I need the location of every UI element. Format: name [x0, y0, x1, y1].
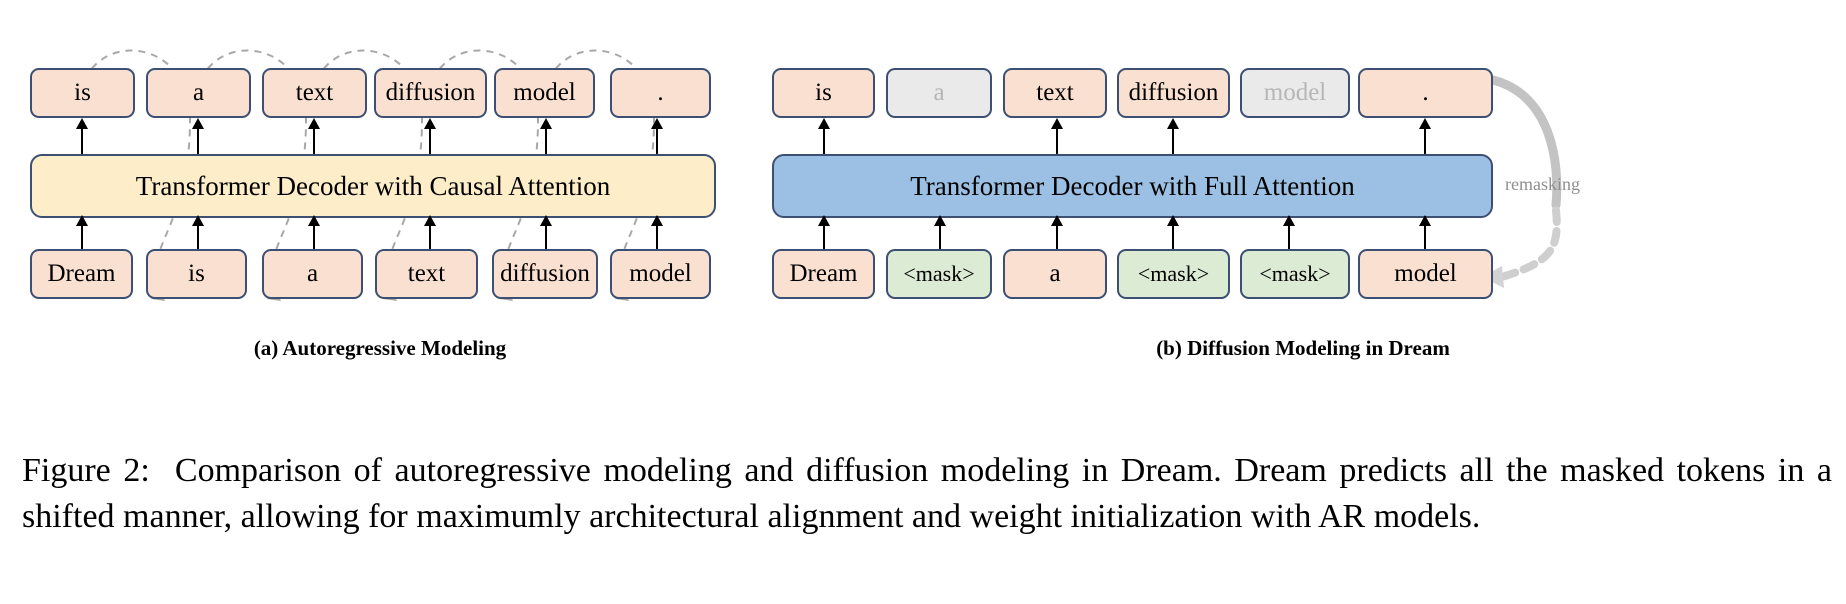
output-token[interactable]: . [610, 68, 711, 118]
output-token[interactable]: text [1003, 68, 1107, 118]
input-token[interactable]: a [262, 249, 363, 299]
figure-caption: Figure 2: Comparison of autoregressive m… [22, 448, 1832, 540]
input-token[interactable]: is [146, 249, 247, 299]
up-arrow [1051, 118, 1063, 155]
output-token[interactable]: model [494, 68, 595, 118]
input-token[interactable]: model [610, 249, 711, 299]
up-arrow [1419, 118, 1431, 155]
up-arrow [1051, 215, 1063, 252]
up-arrow [818, 118, 830, 155]
up-arrow [76, 215, 88, 252]
up-arrow [1167, 118, 1179, 155]
input-token-mask[interactable]: <mask> [886, 249, 992, 299]
figure-caption-body: Comparison of autoregressive modeling an… [22, 452, 1833, 535]
up-arrow [308, 215, 320, 252]
output-token[interactable]: is [772, 68, 875, 118]
input-token[interactable]: Dream [30, 249, 133, 299]
panel-b-caption: (b) Diffusion Modeling in Dream [1156, 336, 1450, 360]
up-arrow [308, 118, 320, 155]
up-arrow [192, 118, 204, 155]
output-token-faded[interactable]: model [1240, 68, 1350, 118]
input-token-mask[interactable]: <mask> [1117, 249, 1230, 299]
panel-autoregressive: is a text diffusion model . Transformer … [0, 0, 760, 440]
panel-diffusion: is a text diffusion model . Transformer … [760, 0, 1846, 440]
transformer-decoder-full[interactable]: Transformer Decoder with Full Attention [772, 154, 1493, 218]
output-token[interactable]: . [1358, 68, 1493, 118]
up-arrow [540, 118, 552, 155]
output-token-faded[interactable]: a [886, 68, 992, 118]
up-arrow [1283, 215, 1295, 252]
figure-caption-label: Figure 2: [22, 452, 150, 489]
up-arrow [1419, 215, 1431, 252]
up-arrow [818, 215, 830, 252]
up-arrow [540, 215, 552, 252]
remasking-label: remasking [1505, 174, 1580, 194]
input-token[interactable]: a [1003, 249, 1107, 299]
output-token[interactable]: diffusion [374, 68, 487, 118]
panel-a-caption: (a) Autoregressive Modeling [253, 336, 507, 360]
input-token[interactable]: text [375, 249, 478, 299]
remasking-arrow-group [1482, 75, 1562, 288]
input-token[interactable]: Dream [772, 249, 875, 299]
up-arrow [192, 215, 204, 252]
up-arrow [651, 118, 663, 155]
output-token[interactable]: a [146, 68, 251, 118]
up-arrow [651, 215, 663, 252]
up-arrow [424, 118, 436, 155]
up-arrow [424, 215, 436, 252]
input-token-mask[interactable]: <mask> [1240, 249, 1350, 299]
transformer-decoder-causal[interactable]: Transformer Decoder with Causal Attentio… [30, 154, 716, 218]
up-arrow [76, 118, 88, 155]
figure-caption-gap [150, 452, 175, 489]
output-token[interactable]: text [262, 68, 367, 118]
shift-arrows-group [79, 49, 656, 301]
up-arrow [934, 215, 946, 252]
output-token[interactable]: diffusion [1117, 68, 1230, 118]
output-token[interactable]: is [30, 68, 135, 118]
input-token[interactable]: model [1358, 249, 1493, 299]
up-arrow [1167, 215, 1179, 252]
input-token[interactable]: diffusion [492, 249, 598, 299]
